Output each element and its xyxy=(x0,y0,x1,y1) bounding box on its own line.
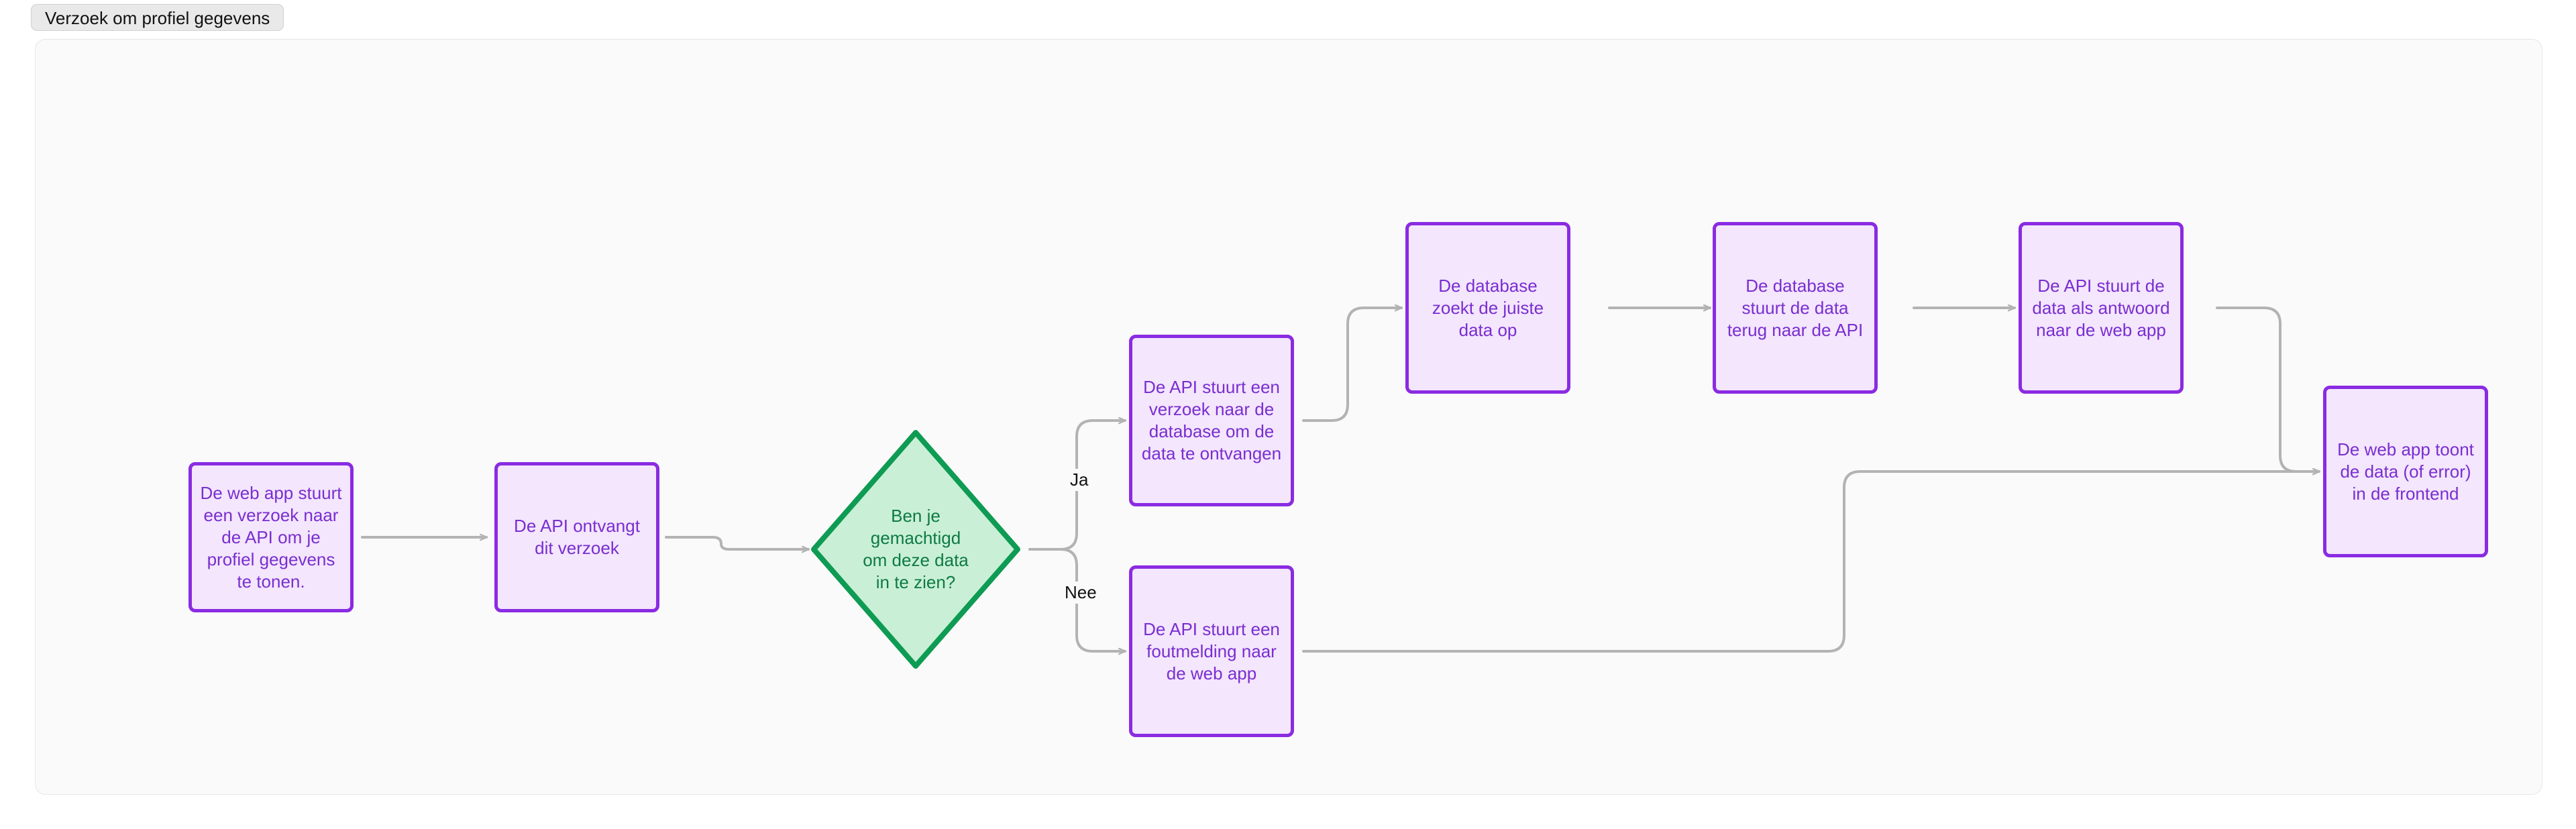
node-api-stuurt-data-antwoord[interactable]: De API stuurt de data als antwoord naar … xyxy=(2019,222,2184,394)
node-api-stuurt-verzoek-database[interactable]: De API stuurt een verzoek naar de databa… xyxy=(1129,335,1294,506)
node-decision-gemachtigd[interactable]: Ben je gemachtigd om deze data in te zie… xyxy=(808,427,1023,671)
node-label: De database stuurt de data terug naar de… xyxy=(1727,275,1864,340)
node-label: De web app stuurt een verzoek naar de AP… xyxy=(200,482,342,592)
edge-n6-n8 xyxy=(2216,307,2320,472)
edge-label-ja: Ja xyxy=(1066,469,1093,491)
edge-label-nee: Nee xyxy=(1061,582,1101,604)
node-label: De database zoekt de juiste data op xyxy=(1432,275,1544,340)
node-label: De API stuurt de data als antwoord naar … xyxy=(2032,275,2170,340)
node-api-stuurt-foutmelding[interactable]: De API stuurt een foutmelding naar de we… xyxy=(1129,565,1294,737)
edge-layer xyxy=(361,40,2320,795)
tab-verzoek-om-profiel-gegevens[interactable]: Verzoek om profiel gegevens xyxy=(31,4,284,31)
tab-bar: Verzoek om profiel gegevens xyxy=(0,0,2576,39)
node-api-ontvangt-verzoek[interactable]: De API ontvangt dit verzoek xyxy=(494,462,659,612)
node-label: De API stuurt een verzoek naar de databa… xyxy=(1141,377,1282,463)
node-web-app-toont-data[interactable]: De web app toont de data (of error) in d… xyxy=(2323,386,2488,557)
node-label: De API ontvangt dit verzoek xyxy=(514,516,640,558)
edge-n7-n8 xyxy=(1302,472,2320,653)
node-database-stuurt-data-terug[interactable]: De database stuurt de data terug naar de… xyxy=(1713,222,1878,394)
diagram-canvas[interactable]: Ja Nee De web app stuurt een verzoek naa… xyxy=(35,39,2542,795)
diamond-shape-icon xyxy=(811,430,1020,669)
node-web-app-stuurt-verzoek[interactable]: De web app stuurt een verzoek naar de AP… xyxy=(189,462,354,612)
node-label: De API stuurt een foutmelding naar de we… xyxy=(1143,618,1280,683)
edge-n2-d1 xyxy=(665,536,810,549)
node-database-zoekt-data[interactable]: De database zoekt de juiste data op xyxy=(1405,222,1570,394)
node-label: De web app toont de data (of error) in d… xyxy=(2337,439,2474,504)
edge-n3-n4 xyxy=(1302,308,1403,422)
